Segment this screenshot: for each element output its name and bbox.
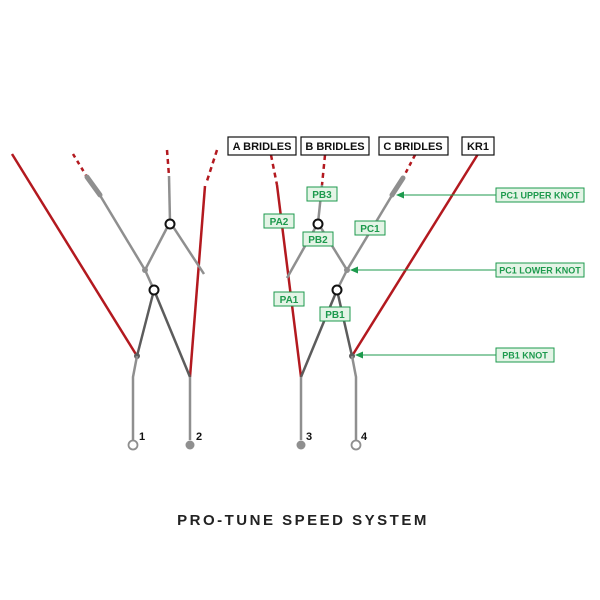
pc1-lower-knot-label: PC1 LOWER KNOT <box>499 266 581 276</box>
left-red-line-2 <box>188 185 207 378</box>
line-4-ring-icon <box>350 439 362 451</box>
a-bridles-box <box>227 136 297 156</box>
line-2-number: 2 <box>196 431 202 443</box>
line-1-number: 1 <box>139 431 145 443</box>
pc1-lower-knot-arrow-icon <box>350 266 358 274</box>
a-bridles-label: A BRIDLES <box>233 141 292 153</box>
b-bridles-box <box>300 136 370 156</box>
pa1-tag: PA1 <box>280 295 299 306</box>
pb1-knot-label: PB1 KNOT <box>502 351 548 361</box>
right-assembly: 3 4 <box>269 153 480 451</box>
callouts: PC1 UPPER KNOT PC1 LOWER KNOT PB1 KNOT <box>350 187 585 363</box>
left-lower-ring-right <box>152 289 192 378</box>
b-bridle-dash <box>320 154 327 186</box>
left-gray-pc1 <box>96 191 147 271</box>
pb2-tag-box <box>302 231 334 247</box>
line-2-knot-icon <box>185 440 195 450</box>
pb2-tag: PB2 <box>308 235 328 246</box>
pa1-tag-box <box>273 291 305 307</box>
pb3-tag: PB3 <box>312 190 332 201</box>
kr1-label: KR1 <box>467 141 489 153</box>
left-red-dash-2 <box>204 149 219 185</box>
left-lower-ring-left <box>135 289 156 357</box>
pa2-tag-box <box>263 213 295 229</box>
left-red-dash-left <box>71 153 89 178</box>
pb1-knot-box <box>495 347 555 363</box>
pb1-knot-arrow-icon <box>355 351 363 359</box>
left-gray-center-top <box>167 175 172 223</box>
left-upper-ring-left <box>143 221 172 271</box>
c-bridle-dash <box>401 154 417 179</box>
a-bridle-dash <box>269 154 279 186</box>
pc1-tag-box <box>354 220 386 236</box>
kr1-line <box>350 153 480 357</box>
c-bridles-box <box>378 136 449 156</box>
pc1-upper-knot-label: PC1 UPPER KNOT <box>500 191 580 201</box>
pb1-right <box>335 289 354 357</box>
line-4-pigtail <box>350 355 358 440</box>
pc1-upper-knot-box <box>495 187 585 203</box>
line-1-ring-icon <box>127 439 139 451</box>
b-bridles-label: B BRIDLES <box>305 141 364 153</box>
left-upper-ring-right <box>168 221 206 275</box>
left-gray-upper-knot <box>84 174 103 198</box>
bridle-headers: A BRIDLES B BRIDLES C BRIDLES KR1 <box>227 136 495 156</box>
left-red-dash-center <box>165 149 171 177</box>
right-lower-pulley-ring-icon <box>331 284 343 296</box>
pb1-tag: PB1 <box>325 310 345 321</box>
line-4-number: 4 <box>361 431 368 443</box>
left-red-line-1 <box>10 153 139 357</box>
pb3-tag-box <box>306 186 338 202</box>
line-1-pigtail <box>131 355 139 440</box>
pb1-tag-box <box>319 306 351 322</box>
line-3-knot-icon <box>296 440 306 450</box>
pc1-upper-knot-arrow-icon <box>396 191 404 199</box>
pb2-left <box>285 222 320 279</box>
right-upper-pulley-ring-icon <box>312 218 324 230</box>
pa2-tag: PA2 <box>270 217 289 228</box>
left-upper-pulley-ring-icon <box>164 218 176 230</box>
green-tags: PA2 PA1 PB3 PB2 PB1 PC1 <box>263 186 386 322</box>
line-3-number: 3 <box>306 431 312 443</box>
left-assembly: 1 2 <box>10 149 219 451</box>
pc1-lower-knot-box <box>495 262 585 278</box>
pc1-tag: PC1 <box>360 224 380 235</box>
pb1-left <box>299 289 339 378</box>
left-lower-pulley-ring-icon <box>148 284 160 296</box>
c-bridles-label: C BRIDLES <box>383 141 442 153</box>
diagram-title: PRO-TUNE SPEED SYSTEM <box>177 512 429 529</box>
kr1-box <box>461 136 495 156</box>
